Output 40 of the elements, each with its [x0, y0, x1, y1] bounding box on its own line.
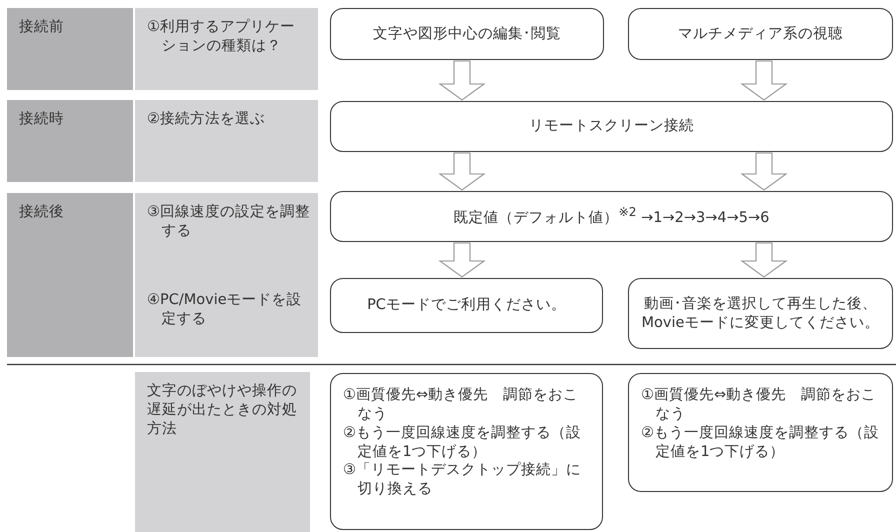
- arrow: [438, 60, 486, 101]
- step-label: ③回線速度の設定を調整する: [147, 203, 310, 241]
- process-box: [628, 8, 893, 60]
- list-item: ①画質優先⇔動き優先 調節をおこなう: [641, 386, 878, 424]
- step-label: ④PC/Movieモードを設定する: [147, 291, 303, 329]
- list-item: ①画質優先⇔動き優先 調節をおこなう: [343, 386, 580, 424]
- step-cell: [135, 193, 318, 357]
- process-box: [330, 101, 893, 152]
- arrow: [740, 60, 788, 101]
- box-text: 動画･音楽を選択して再生した後、Movieモードに変更してください。: [640, 294, 880, 332]
- box-text: PCモードでご利用ください。: [366, 296, 567, 315]
- stage-cell: [7, 8, 133, 90]
- stage-cell: [7, 193, 133, 357]
- list-item: ②もう一度回線速度を調整する（設定値を1つ下げる）: [343, 424, 582, 462]
- stage-label: 接続後: [19, 203, 65, 222]
- process-box: [628, 373, 893, 492]
- step-label: ①利用するアプリケーションの種類は？: [147, 18, 296, 56]
- box-text: 文字や図形中心の編集･閲覧: [372, 24, 562, 44]
- step-cell: [135, 372, 310, 532]
- process-box: [330, 191, 893, 242]
- process-box: [330, 8, 604, 60]
- arrow: [438, 152, 486, 191]
- arrow: [740, 242, 788, 278]
- box-text: マルチメディア系の視聴: [677, 24, 844, 44]
- list-item: ③「リモートデスクトップ接続」に切り換える: [343, 461, 582, 500]
- process-box: [628, 278, 893, 349]
- box-text: 既定値（デフォルト値）$^{※2}$ →1→2→3→4→5→6: [452, 205, 770, 228]
- step-label: 文字のぼやけや操作の遅延が出たときの対処方法: [147, 382, 298, 439]
- process-box: [330, 278, 603, 333]
- box-text: リモートスクリーン接続: [528, 117, 695, 136]
- step-label: ②接続方法を選ぶ: [147, 110, 266, 129]
- arrow: [438, 242, 486, 278]
- stage-label: 接続時: [19, 110, 65, 129]
- arrow: [740, 152, 788, 191]
- stage-cell: [7, 100, 133, 182]
- step-cell: [135, 100, 318, 182]
- process-box: [330, 373, 603, 530]
- stage-label: 接続前: [19, 18, 65, 37]
- step-cell: [135, 8, 318, 90]
- list-item: ②もう一度回線速度を調整する（設定値を1つ下げる）: [641, 424, 880, 462]
